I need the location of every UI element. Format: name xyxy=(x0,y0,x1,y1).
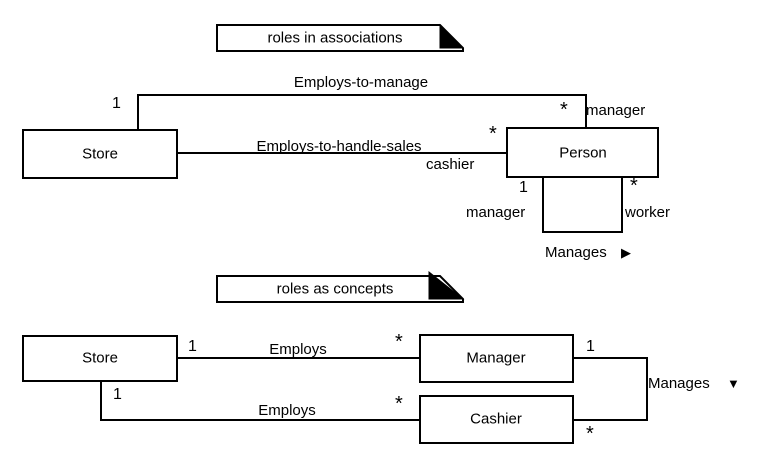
role-name-manager-employs-to-manage: manager xyxy=(586,102,646,119)
class-name-person: Person xyxy=(559,144,607,162)
class-box-store-bottom[interactable] xyxy=(22,335,178,382)
class-box-cashier[interactable] xyxy=(419,395,574,444)
note-fold-icon-bottom xyxy=(428,270,465,300)
association-name-manages-bottom: Manages xyxy=(648,375,710,392)
multiplicity-manages-source-top: 1 xyxy=(519,179,528,196)
multiplicity-manages-source-bottom: 1 xyxy=(586,338,595,355)
association-manages-line-bottom xyxy=(573,357,648,421)
multiplicity-person-cashier: * xyxy=(489,123,497,145)
multiplicity-store-employs-manager: 1 xyxy=(188,338,197,355)
role-name-worker-manages: worker xyxy=(625,204,671,221)
role-name-cashier-employs-to-handle-sales: cashier xyxy=(426,156,475,173)
class-name-cashier: Cashier xyxy=(470,410,522,428)
navigation-arrow-icon-top: ▶ xyxy=(621,245,631,260)
note-roles-as-concepts xyxy=(216,270,465,303)
note-fold-icon-top xyxy=(439,23,465,49)
association-employs-to-manage-line xyxy=(137,94,587,130)
navigation-arrow-icon-bottom: ▼ xyxy=(727,376,740,391)
note-body-bottom xyxy=(216,275,464,303)
multiplicity-person-manager: * xyxy=(560,99,568,121)
class-name-store-top: Store xyxy=(82,145,118,163)
class-name-store-bottom: Store xyxy=(82,349,118,367)
association-name-employs-to-manage: Employs-to-manage xyxy=(293,74,429,91)
association-name-employs-cashier: Employs xyxy=(258,402,316,419)
multiplicity-store-employs-cashier: 1 xyxy=(113,386,122,403)
multiplicity-manager-end: * xyxy=(395,331,403,353)
class-box-person[interactable] xyxy=(506,127,659,178)
association-name-manages-top: Manages xyxy=(545,244,607,261)
association-name-employs-manager: Employs xyxy=(269,341,327,358)
association-manages-self-loop xyxy=(542,177,623,233)
note-label-roles-as-concepts: roles as concepts xyxy=(276,280,394,298)
class-name-manager: Manager xyxy=(466,349,526,367)
multiplicity-manages-target-bottom: * xyxy=(586,423,594,445)
note-label-roles-in-associations: roles in associations xyxy=(267,29,403,47)
note-body-top xyxy=(216,24,464,52)
note-roles-in-associations xyxy=(216,23,465,52)
multiplicity-store-employs-to-manage: 1 xyxy=(112,95,121,112)
class-box-store-top[interactable] xyxy=(22,129,178,179)
multiplicity-manages-target-top: * xyxy=(630,175,638,197)
class-box-manager[interactable] xyxy=(419,334,574,383)
association-name-employs-to-handle-sales: Employs-to-handle-sales xyxy=(256,138,422,155)
association-employs-cashier-line xyxy=(100,381,420,421)
multiplicity-cashier-end: * xyxy=(395,393,403,415)
role-name-manager-manages: manager xyxy=(466,204,526,221)
